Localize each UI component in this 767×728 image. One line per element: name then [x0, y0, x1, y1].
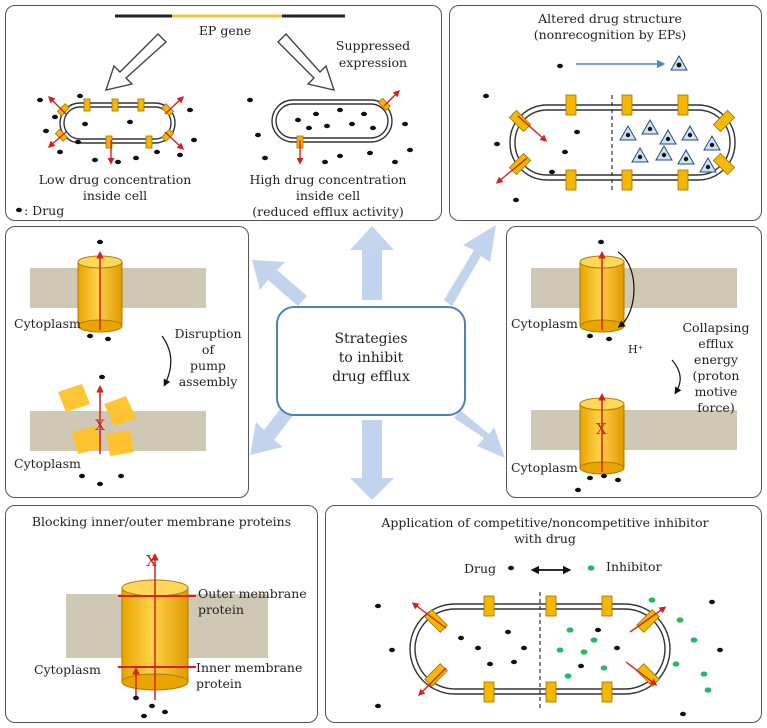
low-conc-label-1: Low drug concentration — [38, 172, 192, 187]
disruption-label-2: of — [201, 342, 215, 357]
suppressed-label-2: expression — [338, 55, 408, 70]
altered-title-2: (nonrecognition by EPs) — [533, 27, 687, 42]
disruption-label-4: assembly — [178, 374, 238, 389]
panel-altered-structure — [449, 5, 762, 221]
high-conc-label-1: High drug concentration — [249, 172, 407, 187]
drug-label: Drug — [464, 561, 497, 576]
cytoplasm-label-p4-bottom: Cytoplasm — [511, 460, 578, 475]
cell-altered-pumps — [508, 94, 736, 191]
blocking-x-mark: X — [146, 552, 157, 570]
cell-normal-efflux-arrows — [47, 96, 185, 165]
center-strategies-text: Strategies to inhibit drug efflux — [276, 330, 466, 387]
disruption-label-3: pump — [190, 358, 226, 373]
collapse-label-5: motive — [694, 384, 738, 399]
cell-inhibitor — [409, 592, 671, 708]
low-conc-label-2: inside cell — [82, 188, 148, 203]
altered-drug-arrow — [557, 54, 688, 71]
inhibitor-title-2: with drug — [514, 531, 576, 546]
cell-inhibitor-pumps — [424, 595, 660, 703]
drug-legend-label: : Drug — [24, 203, 65, 218]
collapse-label-1: Collapsing — [682, 320, 750, 335]
gene-arrows — [104, 32, 336, 91]
drug-inhibitor-legend — [508, 565, 595, 575]
pump-energized — [531, 239, 737, 342]
center-strategies-box — [276, 306, 466, 416]
blocked-pump — [66, 553, 268, 719]
proton-label: H⁺ — [628, 343, 644, 356]
collapse-x-mark: X — [596, 420, 607, 438]
cytoplasm-label-p3-bottom: Cytoplasm — [14, 456, 81, 471]
center-line-2: to inhibit — [338, 350, 404, 366]
panel-gene-suppression — [5, 5, 442, 221]
pump-intact — [30, 239, 206, 342]
collapse-label-2: efflux — [698, 336, 734, 351]
pump-deenergized — [531, 393, 737, 493]
inner-membrane-label-1: Inner membrane — [196, 660, 303, 675]
inhibitor-dots — [556, 597, 712, 693]
blocking-title: Blocking inner/outer membrane proteins — [31, 514, 292, 529]
inner-membrane-label-2: protein — [196, 676, 242, 691]
cytoplasm-label-p4-top: Cytoplasm — [511, 316, 578, 331]
cell-inhibitor-efflux — [411, 602, 667, 696]
pump-disrupted — [30, 374, 206, 487]
collapse-arrow — [671, 359, 682, 395]
drug-dots-p2 — [483, 93, 580, 203]
inhibitor-title-1: Application of competitive/noncompetitiv… — [381, 515, 709, 530]
disruption-arrow — [161, 335, 172, 387]
center-line-3: drug efflux — [332, 369, 410, 385]
collapse-label-6: force) — [697, 400, 735, 415]
center-line-1: Strategies — [334, 331, 408, 347]
modified-drugs — [619, 118, 721, 173]
panel-inhibitor — [325, 505, 762, 723]
collapse-label-4: (proton — [692, 368, 740, 383]
outer-membrane-label-1: Outer membrane — [198, 586, 307, 601]
altered-title-1: Altered drug structure — [538, 11, 682, 26]
high-conc-label-3: (reduced efflux activity) — [252, 204, 404, 219]
high-conc-label-2: inside cell — [295, 188, 361, 203]
outer-membrane-label-2: protein — [198, 602, 244, 617]
ep-gene-label: EP gene — [198, 23, 252, 38]
cell-altered-efflux — [495, 115, 548, 184]
strategy-arrows — [250, 225, 505, 500]
disruption-x-mark: X — [95, 418, 105, 434]
suppressed-label-1: Suppressed — [335, 38, 411, 53]
cytoplasm-label-p3-top: Cytoplasm — [14, 316, 81, 331]
modified-drug-cores — [625, 126, 715, 170]
cytoplasm-label-p5: Cytoplasm — [34, 662, 101, 677]
drug-dots-p1 — [16, 93, 413, 213]
inhibitor-label: Inhibitor — [606, 559, 662, 574]
drug-dots-p6 — [375, 599, 723, 717]
disruption-label-1: Disruption — [174, 326, 242, 341]
cell-suppressed — [271, 90, 400, 165]
collapse-label-3: energy — [694, 352, 738, 367]
